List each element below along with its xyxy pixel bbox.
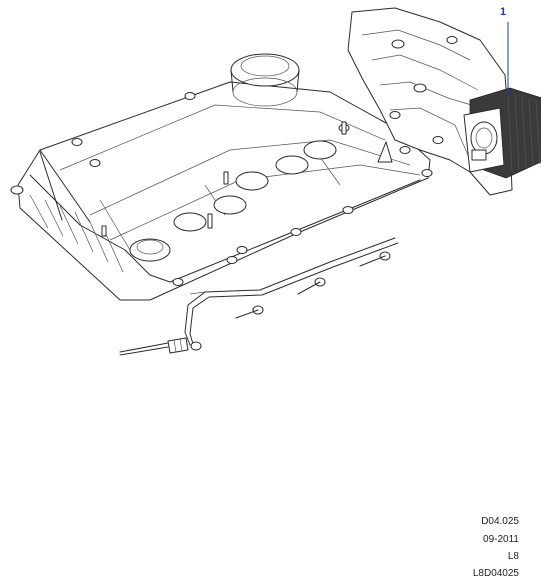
injector-wells [129,140,337,262]
reference-code: D04.025 [481,516,519,527]
reference-model: L8 [507,551,519,562]
glow-plug-control-module [463,87,541,179]
reference-drawing-id: L8D04025 [472,568,519,579]
cover-studs [101,121,393,237]
oil-filler-cap [230,53,300,107]
reference-date: 09-2011 [483,534,519,545]
callout-label-1: 1 [500,6,507,18]
glow-plug [119,337,189,356]
cover-bolt-bosses [10,92,433,286]
cam-cover [17,81,431,301]
glow-plug-harness [184,237,399,351]
